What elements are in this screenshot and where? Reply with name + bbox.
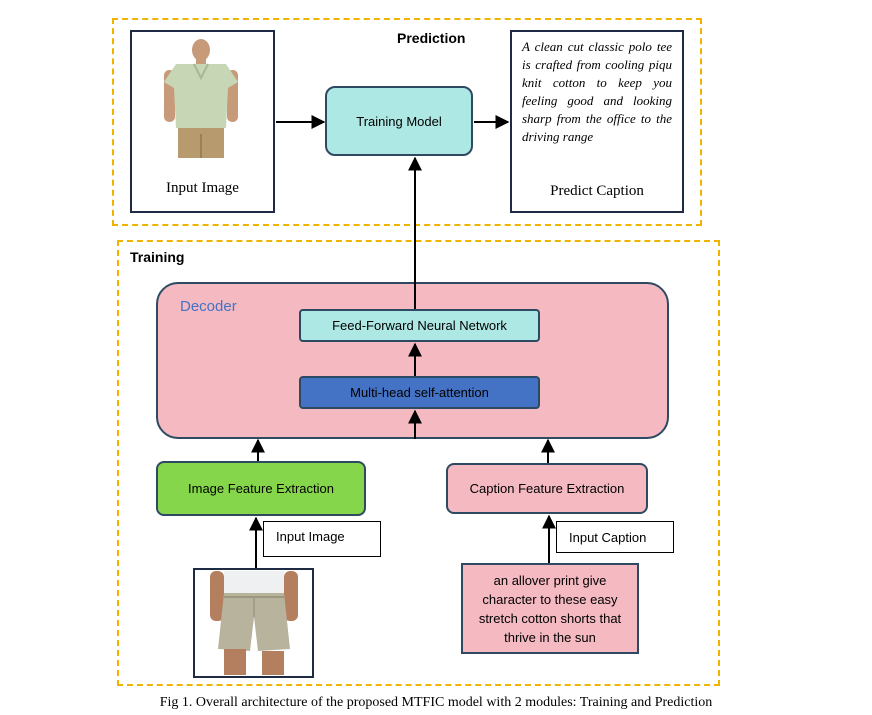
multi-head-attention-box: Multi-head self-attention xyxy=(299,376,540,409)
feed-forward-network-box: Feed-Forward Neural Network xyxy=(299,309,540,342)
training-title: Training xyxy=(130,249,185,265)
training-module xyxy=(117,240,720,686)
training-input-caption-label: Input Caption xyxy=(569,530,647,545)
decoder-label: Decoder xyxy=(180,298,237,315)
training-model-box: Training Model xyxy=(325,86,473,156)
caption-feature-extraction-box: Caption Feature Extraction xyxy=(446,463,648,514)
image-feature-extraction-box: Image Feature Extraction xyxy=(156,461,366,516)
training-input-caption-label-box xyxy=(556,521,674,553)
polo-shirt-photo xyxy=(164,39,238,158)
prediction-title: Prediction xyxy=(397,30,466,46)
predict-caption-label: Predict Caption xyxy=(550,183,644,199)
shorts-photo xyxy=(210,571,298,675)
predicted-caption-text: A clean cut classic polo tee is crafted … xyxy=(522,39,672,144)
training-input-image-label-box xyxy=(263,521,381,557)
figure-caption: Fig 1. Overall architecture of the propo… xyxy=(159,695,713,710)
prediction-module xyxy=(112,18,702,226)
prediction-input-image-label: Input Image xyxy=(166,180,239,196)
predict-caption-panel xyxy=(510,30,684,213)
input-caption-text-box: an allover print give character to these… xyxy=(461,563,639,654)
training-input-image-label: Input Image xyxy=(276,529,345,544)
